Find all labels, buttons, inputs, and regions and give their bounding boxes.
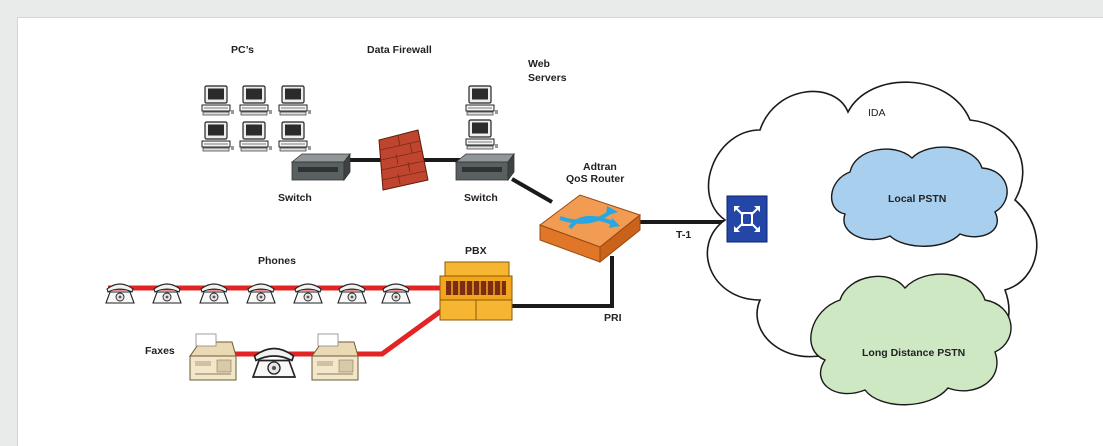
faxes-label: Faxes [145, 345, 175, 357]
link-switch-to-router [511, 177, 553, 204]
data-links [347, 158, 728, 308]
long-distance-pstn-label: Long Distance PSTN [862, 347, 966, 359]
router-icon [538, 194, 642, 264]
server-icon [465, 85, 499, 116]
router-label-line1: Adtran [583, 161, 617, 173]
phones-label: Phones [258, 255, 296, 267]
server-group [465, 85, 499, 150]
firewall-label: Data Firewall [367, 44, 432, 56]
pc-icon [278, 85, 312, 116]
pcs-label: PC’s [231, 44, 254, 56]
ida-label: IDA [868, 107, 886, 119]
t1-label: T-1 [676, 229, 692, 241]
switch-icon [291, 153, 351, 181]
cloud-icon [830, 146, 1008, 247]
pc-icon [239, 85, 273, 116]
pc-icon [239, 121, 273, 152]
pc-icon [278, 121, 312, 152]
pbx-icon [439, 261, 513, 321]
cloud-icon [810, 273, 1012, 406]
firewall-icon [378, 129, 429, 191]
phone-icon [252, 347, 296, 378]
link-pri [511, 256, 614, 308]
phone-icon [293, 283, 323, 304]
router-label-line2: QoS Router [566, 173, 625, 185]
switch-label: Switch [278, 192, 312, 204]
local-pstn-label: Local PSTN [888, 193, 947, 205]
phone-icon [152, 283, 182, 304]
switch-icon [455, 153, 515, 181]
phone-icon [381, 283, 411, 304]
phone-icon [246, 283, 276, 304]
fax-icon [189, 333, 237, 381]
fax-group [189, 333, 359, 381]
web-servers-label-line1: Web [528, 58, 550, 70]
pc-group [201, 85, 312, 152]
pc-icon [201, 85, 235, 116]
pc-icon [201, 121, 235, 152]
pbx-label: PBX [465, 245, 487, 257]
phone-icon [105, 283, 135, 304]
switch-label: Switch [464, 192, 498, 204]
fax-icon [311, 333, 359, 381]
gateway-icon [726, 195, 768, 243]
phone-icon [337, 283, 367, 304]
phone-icon [199, 283, 229, 304]
pri-label: PRI [604, 312, 622, 324]
server-icon [465, 119, 499, 150]
web-servers-label-line2: Servers [528, 72, 567, 84]
